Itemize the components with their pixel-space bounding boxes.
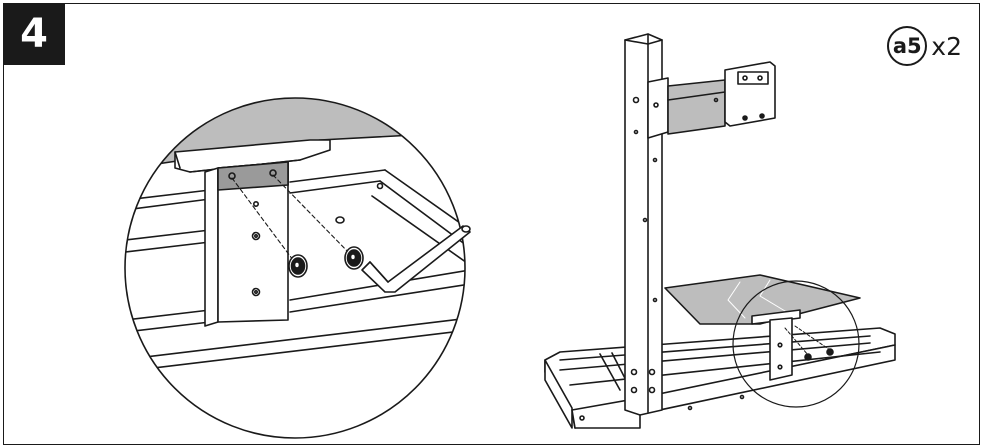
parts-callout: a5 x2 xyxy=(887,26,962,66)
base-frame xyxy=(544,327,896,429)
allen-key xyxy=(361,225,471,293)
small-bolt xyxy=(826,348,834,356)
step-number-badge: 4 xyxy=(3,3,65,65)
glass-shelf xyxy=(664,274,861,325)
zoom-circle-outline xyxy=(124,97,466,439)
shelf-post xyxy=(751,309,801,381)
bolt-detail xyxy=(344,246,364,270)
small-bolt xyxy=(804,353,812,361)
main-assembly xyxy=(544,33,896,429)
monitor-bracket xyxy=(647,61,776,139)
part-quantity: x2 xyxy=(931,31,962,61)
alignment-line xyxy=(231,177,297,265)
part-id-label: a5 xyxy=(892,34,922,58)
bracket-post-detail xyxy=(204,161,289,327)
screw-detail xyxy=(335,216,345,224)
alignment-line xyxy=(272,174,353,257)
bolt-detail xyxy=(288,254,308,278)
zoom-detail xyxy=(124,97,471,439)
step-number: 4 xyxy=(20,11,48,57)
part-id-circle: a5 xyxy=(887,26,928,66)
detail-reference-circle xyxy=(732,280,860,408)
